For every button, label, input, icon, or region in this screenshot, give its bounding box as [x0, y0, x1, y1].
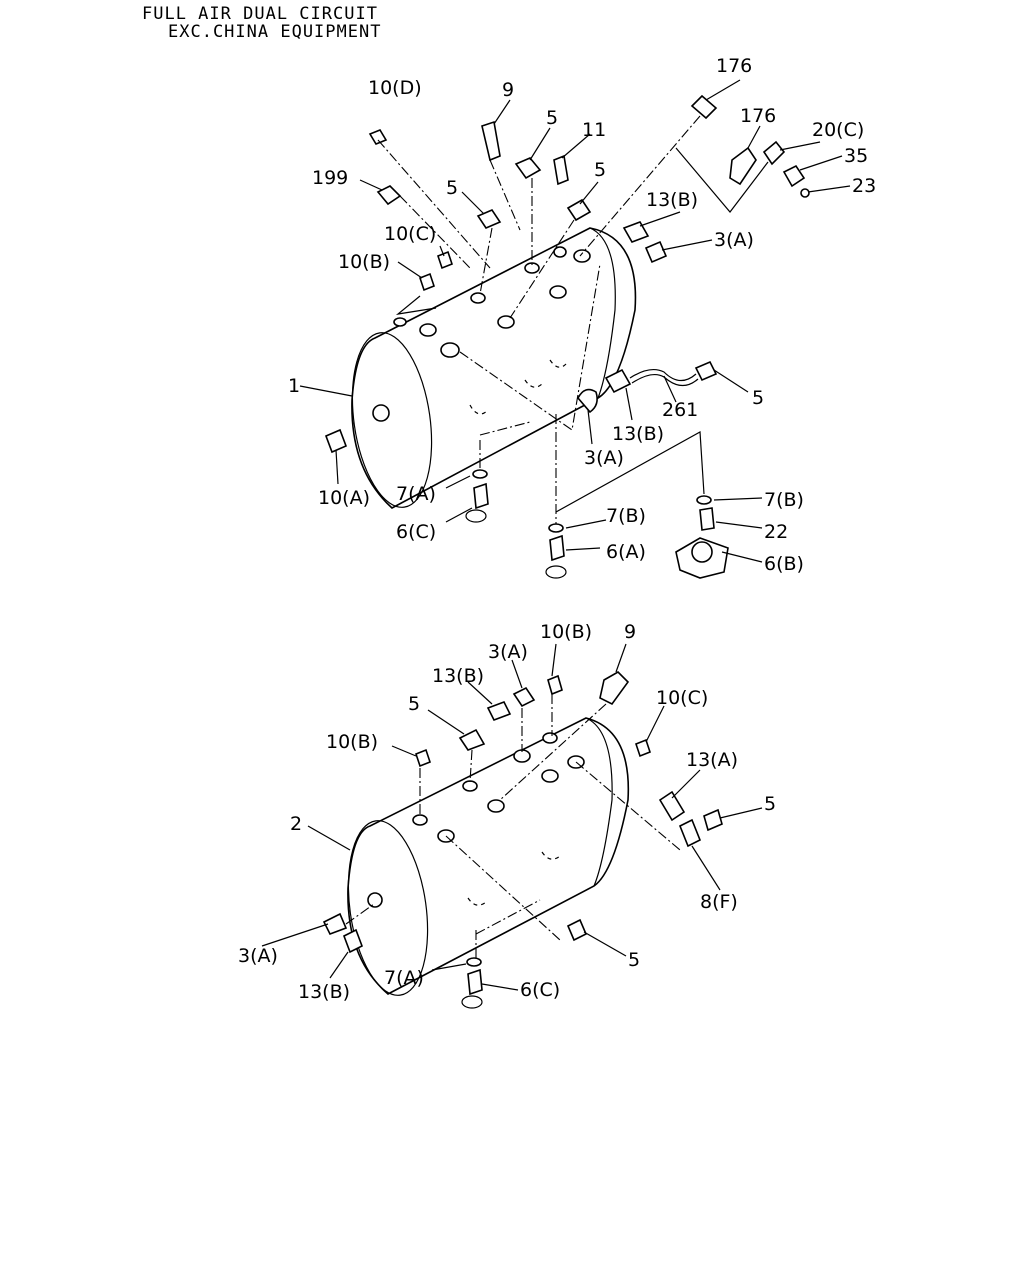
label-5-a: 5: [546, 107, 558, 129]
label-10c: 10(C): [656, 687, 708, 709]
label-6c: 6(C): [396, 521, 436, 543]
label-176-a: 176: [716, 55, 752, 77]
diagram-title-line2: EXC.CHINA EQUIPMENT: [168, 22, 382, 42]
bottom-fittings: [322, 671, 723, 1009]
label-5-b: 5: [764, 793, 776, 815]
label-5-b: 5: [446, 177, 458, 199]
label-5-d: 5: [752, 387, 764, 409]
label-13b-b: 13(B): [612, 423, 664, 445]
label-10a: 10(A): [318, 487, 370, 509]
label-3a-a: 3(A): [714, 229, 754, 251]
label-7b-b: 7(B): [764, 489, 804, 511]
label-23: 23: [852, 175, 876, 197]
top-labels: 176 9 10(D) 5 11 176 20(C) 35 23 199 5 5…: [288, 55, 876, 575]
label-7a: 7(A): [384, 967, 424, 989]
label-20c: 20(C): [812, 119, 864, 141]
top-leader-lines: [377, 115, 769, 524]
label-8f: 8(F): [700, 891, 738, 913]
label-10b: 10(B): [338, 251, 390, 273]
label-199: 199: [312, 167, 348, 189]
label-35: 35: [844, 145, 868, 167]
label-2: 2: [290, 813, 302, 835]
label-6b: 6(B): [764, 553, 804, 575]
label-6a: 6(A): [606, 541, 646, 563]
label-5-a: 5: [408, 693, 420, 715]
label-7a: 7(A): [396, 483, 436, 505]
label-261: 261: [662, 399, 698, 421]
label-5-c: 5: [594, 159, 606, 181]
air-tank-2: [347, 717, 630, 996]
label-13b-a: 13(B): [646, 189, 698, 211]
label-7b-a: 7(B): [606, 505, 646, 527]
label-5-c: 5: [628, 949, 640, 971]
label-10c: 10(C): [384, 223, 436, 245]
air-tank-1: [351, 227, 637, 509]
label-10b-a: 10(B): [540, 621, 592, 643]
label-10d: 10(D): [368, 77, 422, 99]
bottom-callout-lines: [261, 643, 763, 991]
label-10b-b: 10(B): [326, 731, 378, 753]
label-3a-b: 3(A): [238, 945, 278, 967]
label-22: 22: [764, 521, 788, 543]
top-fittings: [324, 94, 810, 579]
label-6c: 6(C): [520, 979, 560, 1001]
label-3a-a: 3(A): [488, 641, 528, 663]
bottom-leader-lines: [345, 694, 681, 958]
label-176-b: 176: [740, 105, 776, 127]
diagram-title-line1: FULL AIR DUAL CIRCUIT: [142, 4, 378, 24]
label-9: 9: [624, 621, 636, 643]
tank-1-ports: [393, 246, 591, 358]
bottom-labels: 10(B) 9 3(A) 13(B) 10(C) 5 10(B) 13(A) 5…: [238, 621, 776, 1003]
label-11: 11: [582, 119, 606, 141]
top-callout-lines: [299, 79, 851, 563]
label-1: 1: [288, 375, 300, 397]
label-9: 9: [502, 79, 514, 101]
label-13a: 13(A): [686, 749, 738, 771]
label-13b-b: 13(B): [298, 981, 350, 1003]
label-13b-a: 13(B): [432, 665, 484, 687]
label-3a-b: 3(A): [584, 447, 624, 469]
